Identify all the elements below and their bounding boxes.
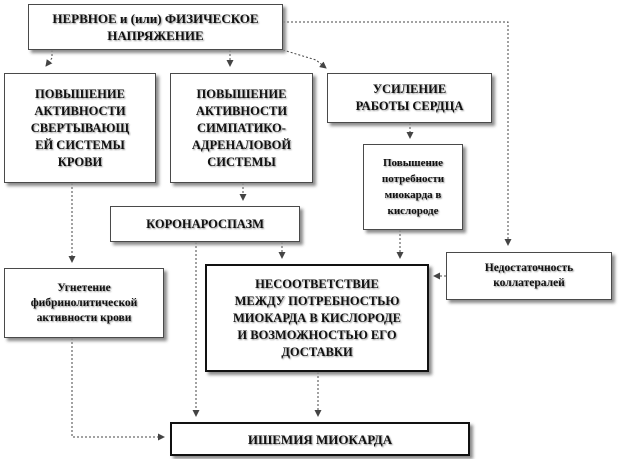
box-heart-work: УСИЛЕНИЕ РАБОТЫ СЕРДЦА (327, 73, 492, 123)
box-coagulation-activity: ПОВЫШЕНИЕ АКТИВНОСТИ СВЕРТЫВАЮЩ ЕЙ СИСТЕ… (4, 73, 156, 183)
edge-stress-to-coagulation (45, 50, 53, 67)
box-collateral-insufficiency-label: Недостаточность коллатералей (484, 262, 574, 289)
box-nervous-physical-stress: НЕРВНОЕ и (или) ФИЗИЧЕСКОЕ НАПРЯЖЕНИЕ (28, 4, 283, 50)
box-myocardial-ischemia-label: ИШЕМИЯ МИОКАРДА (247, 431, 393, 447)
edge-stress-to-heart-work (282, 49, 327, 69)
box-oxygen-supply-demand-mismatch: НЕСООТВЕТСТВИЕ МЕЖДУ ПОТРЕБНОСТЬЮ МИОКАР… (205, 264, 429, 372)
box-fibrinolysis-inhibition-label: Угнетение фибринолитической активности к… (30, 281, 138, 324)
box-oxygen-supply-demand-mismatch-label: НЕСООТВЕТСТВИЕ МЕЖДУ ПОТРЕБНОСТЬЮ МИОКАР… (233, 276, 401, 359)
box-sympathoadrenal-activity: ПОВЫШЕНИЕ АКТИВНОСТИ СИМПАТИКО- АДРЕНАЛО… (170, 73, 313, 183)
box-oxygen-demand: Повышение потребности миокарда в кислоро… (363, 144, 463, 230)
box-nervous-physical-stress-label: НЕРВНОЕ и (или) ФИЗИЧЕСКОЕ НАПРЯЖЕНИЕ (52, 11, 259, 43)
box-coagulation-activity-label: ПОВЫШЕНИЕ АКТИВНОСТИ СВЕРТЫВАЮЩ ЕЙ СИСТЕ… (30, 86, 130, 169)
edge-stress-to-collaterals (283, 21, 512, 246)
box-heart-work-label: УСИЛЕНИЕ РАБОТЫ СЕРДЦА (355, 82, 464, 113)
box-fibrinolysis-inhibition: Угнетение фибринолитической активности к… (4, 268, 164, 338)
box-coronarospasm-label: КОРОНАРОСПАЗМ (146, 216, 264, 231)
box-oxygen-demand-label: Повышение потребности миокарда в кислоро… (381, 157, 445, 217)
box-coronarospasm: КОРОНАРОСПАЗМ (110, 206, 300, 242)
box-myocardial-ischemia: ИШЕМИЯ МИОКАРДА (170, 422, 470, 456)
box-sympathoadrenal-activity-label: ПОВЫШЕНИЕ АКТИВНОСТИ СИМПАТИКО- АДРЕНАЛО… (191, 86, 292, 169)
edge-fibrinolysis-to-ischemia (71, 338, 165, 441)
box-collateral-insufficiency: Недостаточность коллатералей (446, 252, 612, 300)
